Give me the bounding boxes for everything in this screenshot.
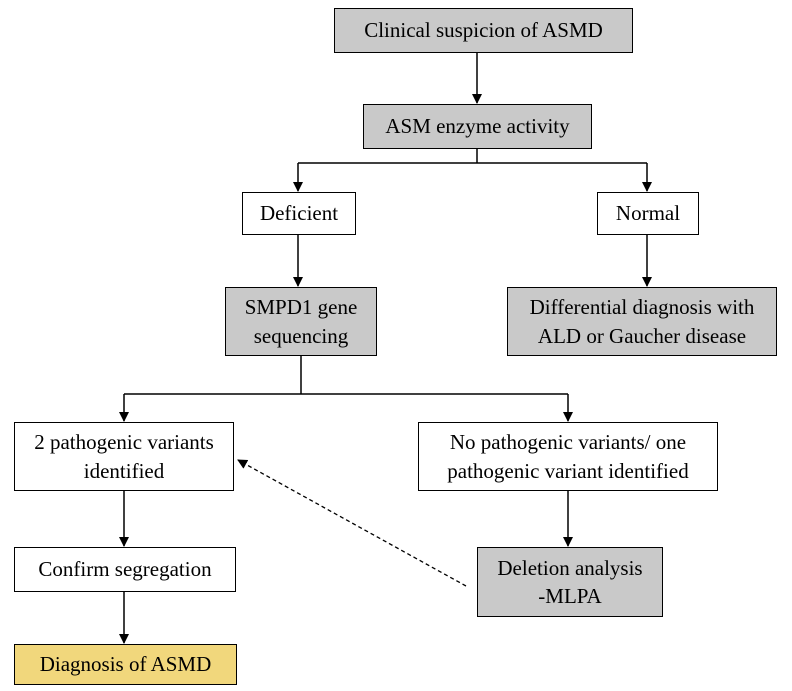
two-variants-box: 2 pathogenic variants identified [14,422,234,491]
dashed-arrow-deletion-to-two [237,459,467,587]
deficient-box: Deficient [242,192,356,235]
clinical-suspicion-box: Clinical suspicion of ASMD [334,8,633,53]
no-variants-box: No pathogenic variants/ one pathogenic v… [418,422,718,491]
smpd1-sequencing-box: SMPD1 gene sequencing [225,287,377,356]
normal-box: Normal [597,192,699,235]
asm-enzyme-activity-box: ASM enzyme activity [363,104,592,149]
confirm-segregation-box: Confirm segregation [14,547,236,592]
deletion-analysis-box: Deletion analysis -MLPA [477,547,663,617]
diagnosis-box: Diagnosis of ASMD [14,644,237,685]
differential-diagnosis-box: Differential diagnosis with ALD or Gauch… [507,287,777,356]
